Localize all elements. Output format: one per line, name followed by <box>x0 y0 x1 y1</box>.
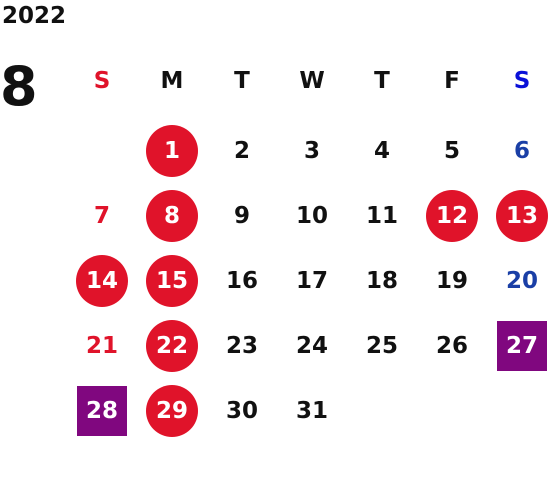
month-number: 8 <box>0 55 38 118</box>
weekday-header: S <box>93 68 111 94</box>
day-cell[interactable]: 21 <box>85 333 118 359</box>
year-label: 2022 <box>2 3 67 29</box>
day-cell[interactable]: 29 <box>146 385 198 437</box>
weekday-header: S <box>513 68 531 94</box>
day-cell[interactable]: 27 <box>497 321 547 371</box>
weekday-header: M <box>160 68 184 94</box>
day-cell[interactable]: 19 <box>435 268 468 294</box>
day-cell[interactable]: 6 <box>513 138 530 164</box>
weekday-header: T <box>234 68 250 94</box>
day-cell[interactable]: 2 <box>233 138 250 164</box>
day-cell[interactable]: 31 <box>295 398 328 424</box>
day-cell[interactable]: 15 <box>146 255 198 307</box>
weekday-header: W <box>299 68 325 94</box>
day-cell[interactable]: 25 <box>365 333 398 359</box>
day-cell[interactable]: 9 <box>233 203 250 229</box>
day-cell[interactable]: 26 <box>435 333 468 359</box>
day-cell[interactable]: 11 <box>365 203 398 229</box>
day-cell[interactable]: 7 <box>93 203 110 229</box>
day-cell[interactable]: 17 <box>295 268 328 294</box>
day-cell[interactable]: 14 <box>76 255 128 307</box>
day-cell[interactable]: 5 <box>443 138 460 164</box>
day-cell[interactable]: 8 <box>146 190 198 242</box>
day-cell[interactable]: 28 <box>77 386 127 436</box>
day-cell[interactable]: 18 <box>365 268 398 294</box>
day-cell[interactable]: 23 <box>225 333 258 359</box>
day-cell[interactable]: 20 <box>505 268 538 294</box>
day-cell[interactable]: 13 <box>496 190 548 242</box>
weekday-header: T <box>374 68 390 94</box>
day-cell[interactable]: 22 <box>146 320 198 372</box>
day-cell[interactable]: 4 <box>373 138 390 164</box>
day-cell[interactable]: 24 <box>295 333 328 359</box>
day-cell[interactable]: 12 <box>426 190 478 242</box>
day-cell[interactable]: 3 <box>303 138 320 164</box>
day-cell[interactable]: 16 <box>225 268 258 294</box>
day-cell[interactable]: 10 <box>295 203 328 229</box>
day-cell[interactable]: 30 <box>225 398 258 424</box>
day-cell[interactable]: 1 <box>146 125 198 177</box>
weekday-header: F <box>444 68 460 94</box>
